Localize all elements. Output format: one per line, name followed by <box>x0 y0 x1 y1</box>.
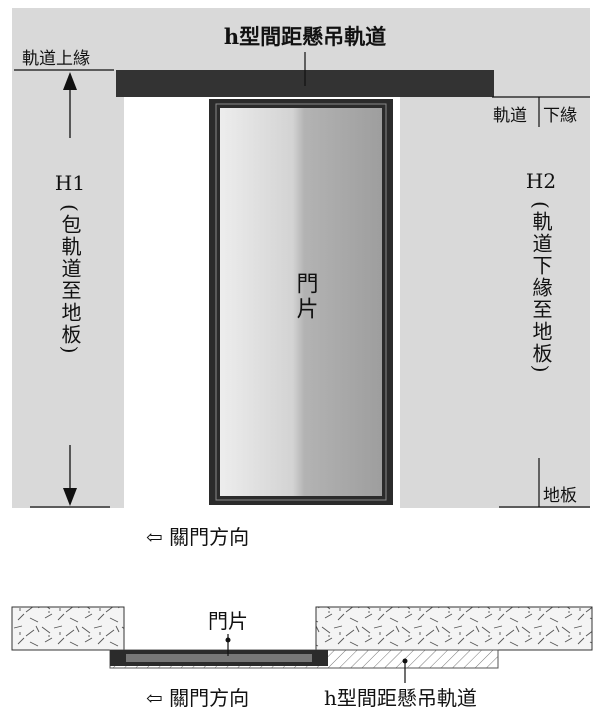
track-bottom-label-left: 軌道 <box>493 106 527 126</box>
track-top-label: 軌道上緣 <box>22 49 90 69</box>
plan-door-panel-label: 門片 <box>208 609 248 633</box>
floor-label: 地板 <box>543 486 577 506</box>
elevation-view: h型間距懸吊軌道 軌道上緣 軌道 下緣 H1 (包軌道至地板) H2 (軌道下緣… <box>12 8 590 549</box>
track-label: h型間距懸吊軌道 <box>224 24 386 49</box>
wall-section-left <box>11 606 125 651</box>
door-panel-text: 門片 <box>293 272 319 322</box>
plan-close-direction-label: ⇦ 關門方向 <box>146 686 249 710</box>
door-panel-glass <box>220 108 382 496</box>
door-panel-section-core <box>126 654 312 662</box>
h1-arrow-top-icon <box>63 72 77 90</box>
wall-section-right <box>315 606 593 651</box>
h2-paren-text: (軌道下緣至地板) <box>529 201 553 375</box>
h2-label: H2 <box>526 169 556 193</box>
plan-view: 門片 ⇦ 關門方向 h型間距懸吊軌道 <box>11 606 593 710</box>
plan-track-label: h型間距懸吊軌道 <box>324 686 477 710</box>
h1-arrow-bottom-icon <box>63 488 77 506</box>
track-bottom-label-right: 下緣 <box>543 106 577 126</box>
h1-label: H1 <box>55 171 85 195</box>
door-panel-inner-line <box>215 103 387 501</box>
plan-door-leader-dot <box>225 637 231 643</box>
h1-paren-text: (包軌道至地板) <box>58 204 82 356</box>
close-direction-label: ⇦ 關門方向 <box>146 525 249 549</box>
